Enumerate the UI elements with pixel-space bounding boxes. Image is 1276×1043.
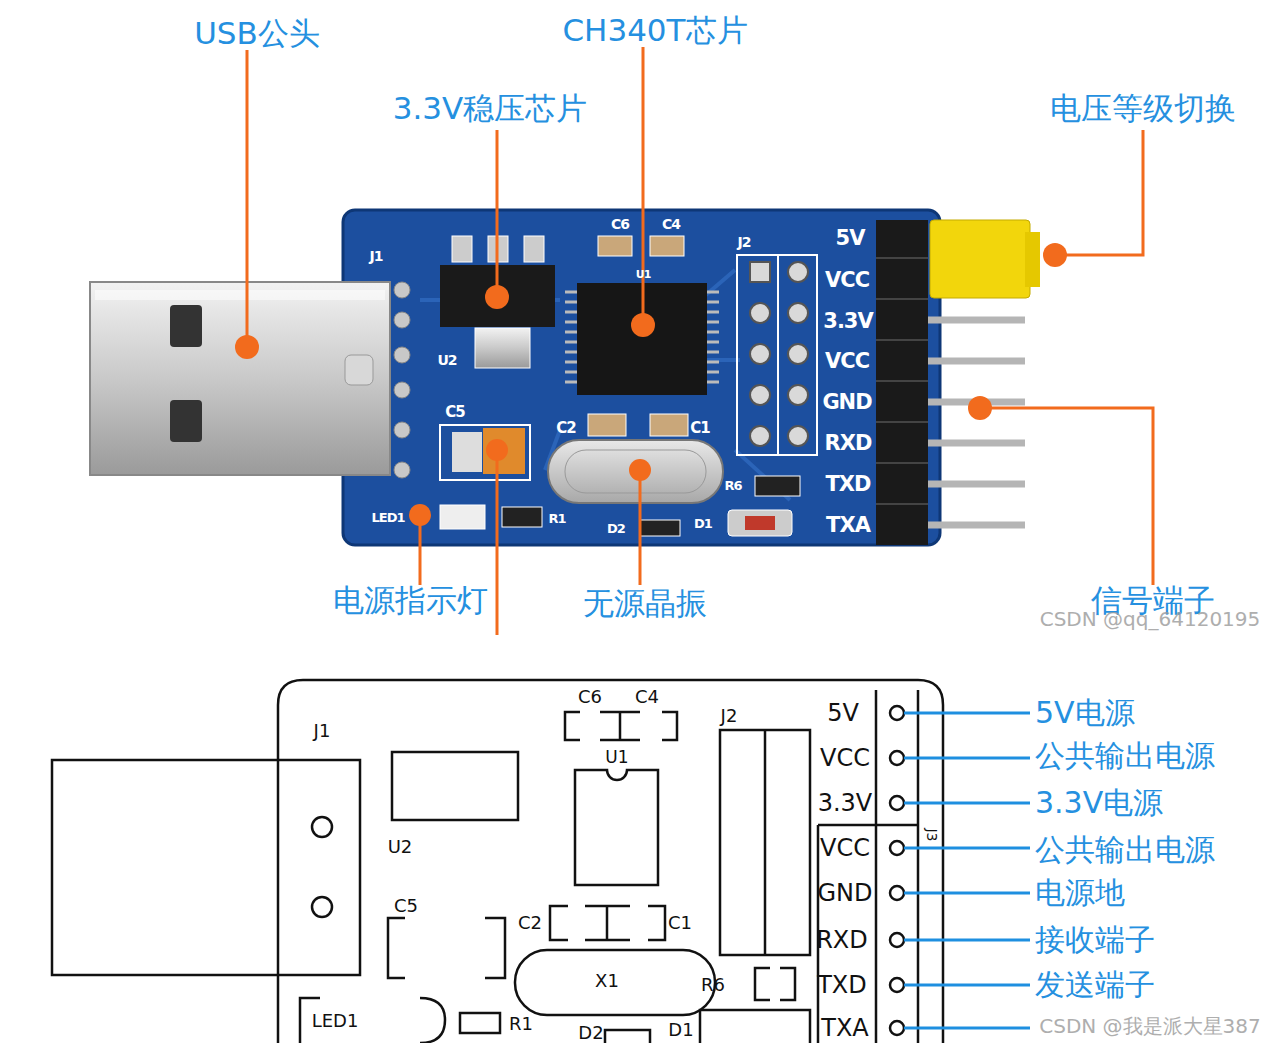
silkscreen-label: U2 [388, 838, 413, 856]
silkscreen-label: C2 [518, 914, 542, 932]
callout-text: CH340T芯片 [562, 15, 747, 46]
silkscreen-label: J3 [925, 828, 939, 841]
silkscreen-label: U1 [605, 749, 628, 766]
callout-text: 3.3V稳压芯片 [393, 93, 588, 124]
callout-text: USB公头 [194, 18, 320, 49]
silkscreen-label: D2 [578, 1024, 603, 1042]
callout-dot [235, 243, 1067, 526]
callout-leader [247, 47, 1153, 635]
callout-text: 发送端子 [1035, 970, 1155, 1000]
silkscreen-label: U2 [437, 353, 456, 367]
silkscreen-label: VCC [820, 746, 870, 770]
silkscreen-label: J2 [738, 235, 751, 249]
pcb-outline-drawing [52, 680, 943, 1043]
silkscreen-label: TXA [826, 515, 870, 536]
silkscreen-label: C2 [556, 421, 575, 436]
callout-text: 电压等级切换 [1050, 93, 1236, 124]
silkscreen-label: D1 [668, 1021, 693, 1039]
callout-text: 公共输出电源 [1035, 741, 1215, 771]
silkscreen-label: GND [817, 881, 872, 905]
callout-text: 无源晶振 [583, 588, 707, 619]
silkscreen-label: J1 [314, 722, 331, 740]
silkscreen-label: R6 [701, 976, 725, 994]
callout-text: 公共输出电源 [1035, 835, 1215, 865]
silkscreen-label: 3.3V [818, 791, 873, 815]
silkscreen-label: J2 [721, 707, 738, 725]
silkscreen-label: X1 [595, 972, 619, 990]
watermark: CSDN @我是派大星387 [1039, 1016, 1261, 1036]
silkscreen-label: RXD [825, 433, 872, 454]
silkscreen-label: RXD [816, 928, 868, 952]
silkscreen-label: R1 [509, 1015, 533, 1033]
silkscreen-label: LED1 [312, 1012, 359, 1030]
watermark: CSDN @qq_64120195 [1040, 609, 1261, 629]
silkscreen-label: D2 [607, 522, 625, 535]
silkscreen-label: LED1 [371, 511, 404, 524]
callout-text: 电源地 [1035, 878, 1125, 908]
silkscreen-label: 5V [827, 701, 859, 725]
silkscreen-label: TXD [817, 973, 867, 997]
silkscreen-label: R1 [548, 512, 565, 525]
silkscreen-label: R6 [724, 479, 741, 492]
silkscreen-label: C4 [662, 217, 680, 231]
silkscreen-label: VCC [820, 836, 870, 860]
silkscreen-label: D1 [694, 517, 712, 530]
silkscreen-label: 5V [836, 228, 865, 249]
callout-text: 3.3V电源 [1035, 788, 1163, 818]
silkscreen-label: TXA [821, 1016, 869, 1040]
silkscreen-label: J1 [370, 249, 383, 263]
callout-text: 电源指示灯 [333, 585, 488, 616]
silkscreen-label: C1 [690, 421, 709, 436]
silkscreen-label: GND [822, 392, 871, 413]
pin-leader [904, 713, 1030, 1028]
silkscreen-label: C4 [635, 688, 659, 706]
pcb-photo [90, 210, 1040, 545]
callout-text: 5V电源 [1035, 698, 1135, 728]
silkscreen-label: C5 [394, 897, 418, 915]
silkscreen-label: C1 [668, 914, 692, 932]
silkscreen-label: TXD [826, 474, 871, 495]
silkscreen-label: C5 [445, 405, 464, 420]
silkscreen-label: U1 [636, 269, 651, 280]
silkscreen-label: VCC [825, 351, 869, 372]
silkscreen-label: VCC [825, 270, 869, 291]
silkscreen-label: 3.3V [823, 311, 872, 332]
callout-text: 接收端子 [1035, 925, 1155, 955]
silkscreen-label: C6 [611, 217, 629, 231]
silkscreen-label: C6 [578, 688, 602, 706]
